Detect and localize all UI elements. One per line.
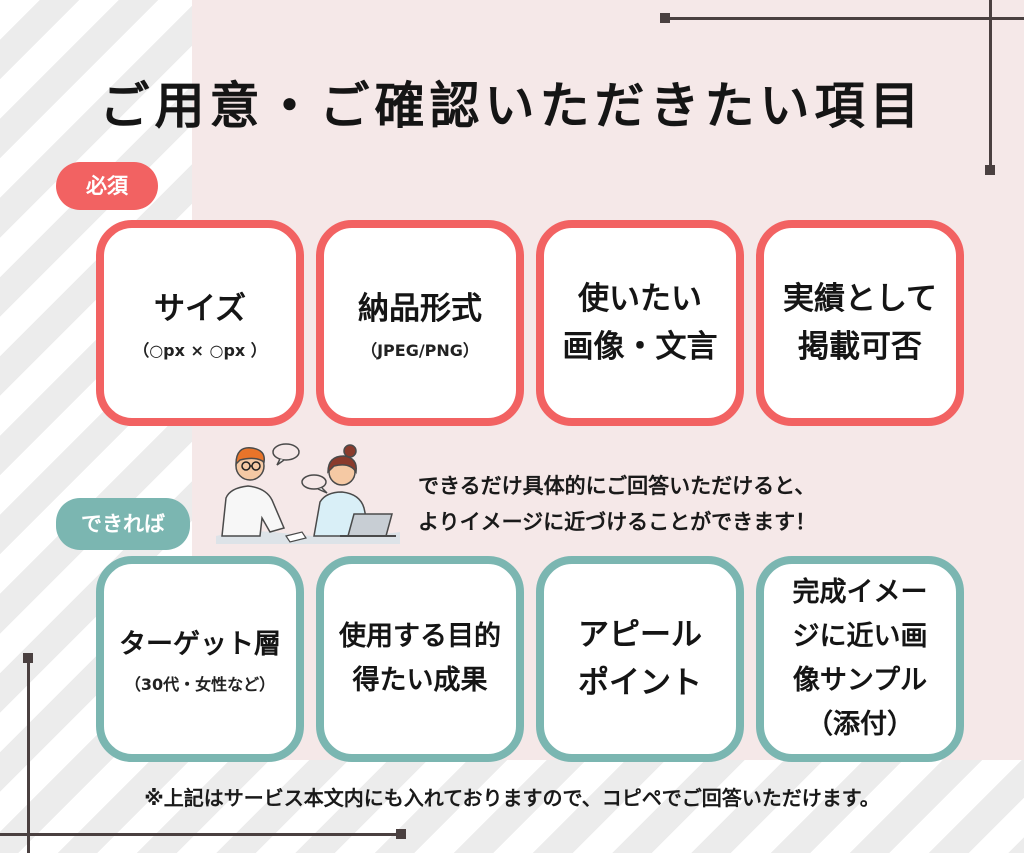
card-subtitle: （30代・女性など） (124, 675, 276, 694)
optional-card-target: ターゲット層 （30代・女性など） (96, 556, 304, 762)
required-card-images-text: 使いたい 画像・文言 (536, 220, 744, 426)
top-divider-line (664, 17, 1024, 20)
card-title: 完成イメー ジに近い画 像サンプル （添付） (792, 577, 928, 740)
card-title: 使いたい 画像・文言 (562, 281, 718, 365)
required-card-format: 納品形式 （JPEG/PNG） (316, 220, 524, 426)
bottom-divider-line (0, 833, 404, 836)
required-card-portfolio-permission: 実績として 掲載可否 (756, 220, 964, 426)
card-title: ターゲット層 (119, 629, 281, 660)
optional-badge: できれば (56, 498, 190, 550)
card-title: 実績として 掲載可否 (782, 281, 938, 365)
required-card-size: サイズ （○px × ○px ） (96, 220, 304, 426)
right-line-end-marker (985, 165, 995, 175)
left-vertical-line (27, 658, 30, 853)
card-title: 使用する目的 得たい成果 (339, 621, 501, 696)
page-title: ご用意・ご確認いただきたい項目 (99, 77, 925, 135)
footer-note: ※上記はサービス本文内にも入れておりますので、コピペでご回答いただけます。 (144, 786, 880, 810)
optional-card-purpose: 使用する目的 得たい成果 (316, 556, 524, 762)
optional-card-appeal-points: アピール ポイント (536, 556, 744, 762)
optional-card-sample-image: 完成イメー ジに近い画 像サンプル （添付） (756, 556, 964, 762)
required-badge: 必須 (56, 162, 158, 210)
card-title: アピール ポイント (578, 617, 702, 701)
top-line-end-marker (660, 13, 670, 23)
people-talking-illustration (216, 443, 400, 544)
card-subtitle: （○px × ○px ） (133, 341, 267, 360)
card-title: 納品形式 (358, 291, 482, 327)
encouragement-message: できるだけ具体的にご回答いただけると、 よりイメージに近づけることができます！ (418, 474, 817, 534)
card-title: サイズ (153, 291, 247, 327)
bottom-line-end-marker (396, 829, 406, 839)
right-vertical-line (989, 0, 992, 170)
card-subtitle: （JPEG/PNG） (361, 341, 479, 360)
left-line-end-marker (23, 653, 33, 663)
